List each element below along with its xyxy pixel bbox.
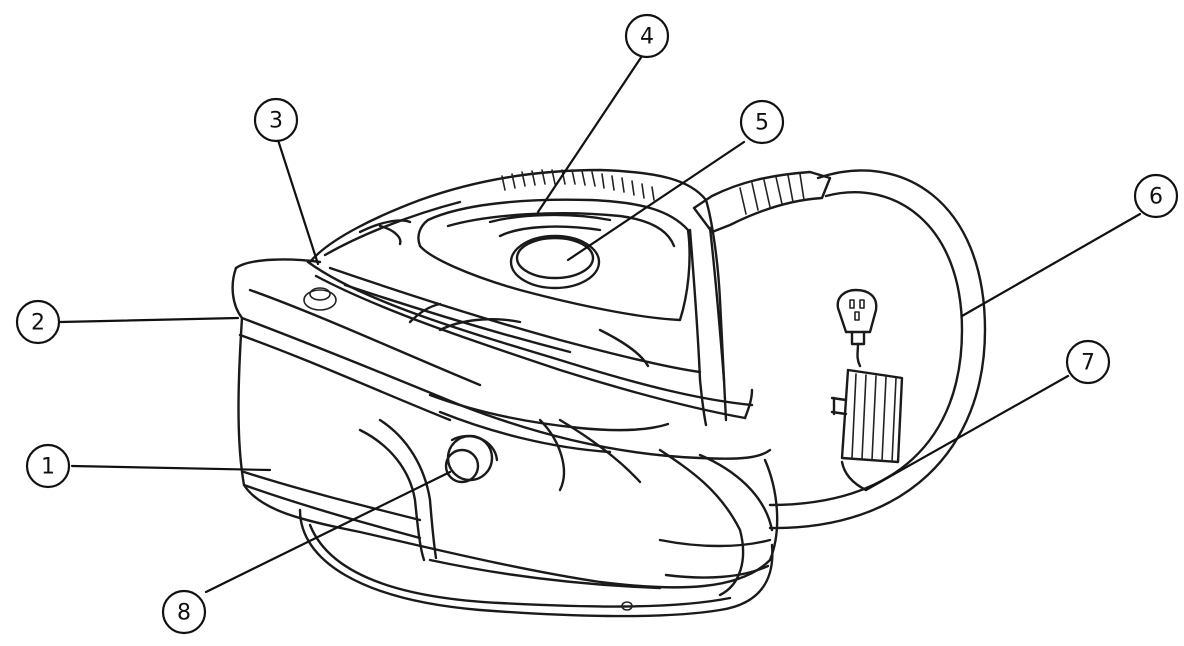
on-off-button (444, 434, 499, 484)
callout-3: 3 (253, 97, 299, 143)
callout-1-label: 1 (41, 455, 55, 480)
steam-hose (692, 169, 987, 530)
cord-storage (830, 368, 904, 492)
callout-3-label: 3 (269, 109, 283, 134)
callout-7: 7 (1065, 339, 1111, 385)
callout-6-label: 6 (1149, 185, 1163, 210)
iron (306, 168, 754, 427)
callout-1: 1 (25, 443, 71, 489)
callout-2-label: 2 (31, 311, 45, 336)
iron-vents (501, 169, 655, 201)
callout-5-label: 5 (755, 111, 769, 136)
callout-4-label: 4 (640, 25, 654, 50)
base-station (231, 258, 779, 618)
callout-7-label: 7 (1081, 351, 1095, 376)
callout-8-label: 8 (177, 601, 191, 626)
power-plug (836, 288, 878, 368)
callout-8: 8 (161, 589, 207, 635)
temperature-dial (509, 234, 601, 290)
hose-connector-ribs (739, 173, 805, 215)
callout-4: 4 (624, 13, 670, 59)
leader-lines (58, 54, 1142, 594)
callout-5: 5 (739, 99, 785, 145)
callout-6: 6 (1133, 173, 1179, 219)
callout-2: 2 (15, 299, 61, 345)
